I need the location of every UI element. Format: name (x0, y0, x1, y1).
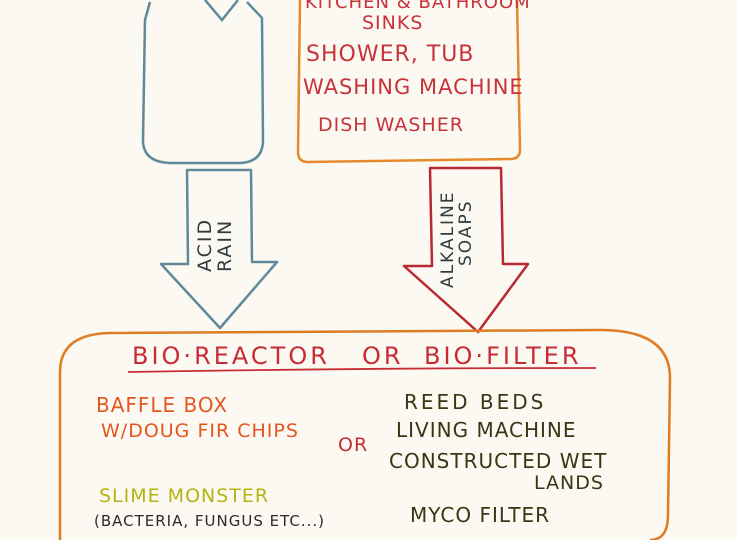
myco-filter-label: Myco Filter (410, 503, 550, 527)
reed-beds-label: Reed Beds (404, 390, 547, 414)
greywater-item-kitchen-bathroom: Kitchen & Bathroom (305, 0, 531, 13)
lands-label: Lands (534, 472, 604, 494)
acid-rain-arrow (159, 168, 279, 330)
greywater-item-shower-tub: Shower, Tub (306, 42, 475, 67)
alkaline-soaps-arrow (402, 166, 530, 334)
constructed-wet-label: Constructed Wet (389, 449, 608, 473)
rain-tank-spout (204, 0, 239, 22)
living-machine-label: Living Machine (396, 418, 577, 442)
bio-title-or: or (362, 342, 404, 370)
bio-box (58, 328, 672, 540)
bio-title-underline (127, 367, 597, 373)
greywater-item-sinks: Sinks (362, 12, 424, 34)
acid-rain-line-1: Acid (194, 217, 216, 272)
slime-monster-label: Slime Monster (99, 485, 270, 507)
slime-monster-detail: (Bacteria, Fungus etc...) (94, 512, 326, 530)
greywater-source-box (296, 0, 522, 164)
baffle-box-label: Baffle Box (96, 393, 229, 417)
rain-tank (141, 1, 265, 165)
greywater-item-dish-washer: Dish Washer (318, 114, 464, 136)
doug-fir-chips-label: w/Doug Fir Chips (101, 420, 299, 442)
acid-rain-label: Acid Rain (194, 217, 236, 272)
alkaline-soaps-label: Alkaline Soaps (438, 190, 476, 288)
bio-title-left: Bio·Reactor (132, 342, 330, 370)
bio-title-right: Bio·Filter (424, 342, 582, 370)
greywater-item-washing-machine: Washing Machine (303, 75, 524, 99)
alkaline-line-2: Soaps (455, 199, 476, 266)
middle-or-label: or (338, 434, 369, 456)
acid-rain-line-2: Rain (213, 218, 236, 272)
